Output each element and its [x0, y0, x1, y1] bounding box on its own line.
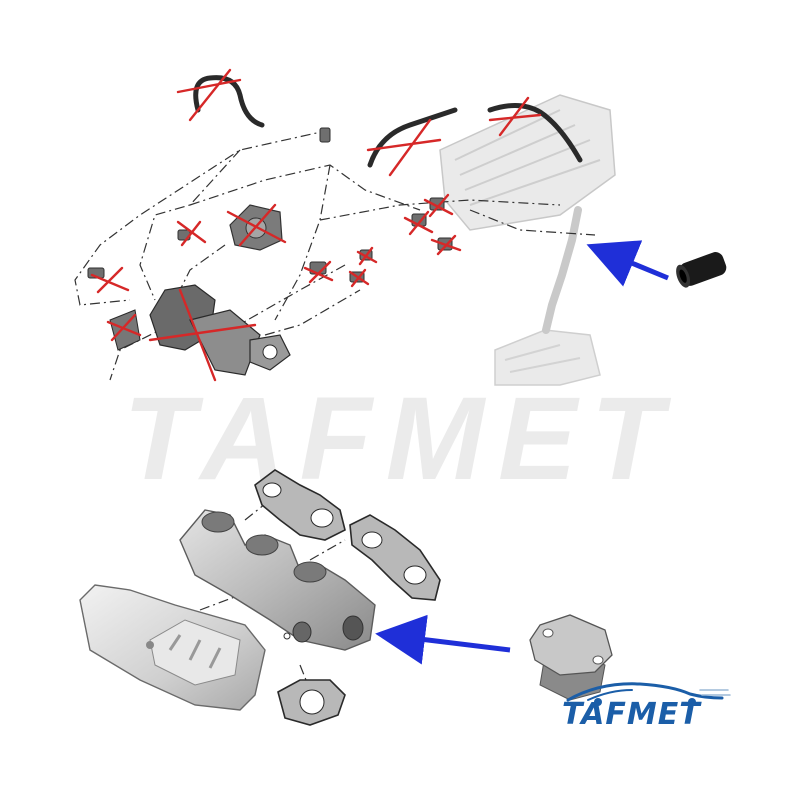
arrow-bottom [375, 614, 511, 665]
small-fittings [87, 127, 453, 283]
egr-blanking-plate [529, 614, 613, 701]
heat-shield [79, 584, 266, 711]
egr-cooler-assembly [109, 284, 291, 376]
cylinder-head-faded [439, 94, 616, 231]
vacuum-hose-3 [487, 103, 583, 163]
flange-gasket [277, 679, 346, 726]
arrow-top [586, 240, 669, 287]
egr-pipe-faded [542, 206, 582, 334]
removal-marks [90, 68, 542, 382]
watermark-text: TAFMET [123, 373, 677, 505]
engine-block-faded [494, 329, 601, 386]
manifold-gasket-2 [349, 514, 441, 601]
brand-logo-text: TAFMET [562, 697, 701, 732]
sports-car-icon [566, 682, 731, 706]
rubber-plug [676, 252, 727, 288]
manifold-gasket-1 [254, 469, 346, 541]
exhaust-manifold [179, 509, 376, 651]
